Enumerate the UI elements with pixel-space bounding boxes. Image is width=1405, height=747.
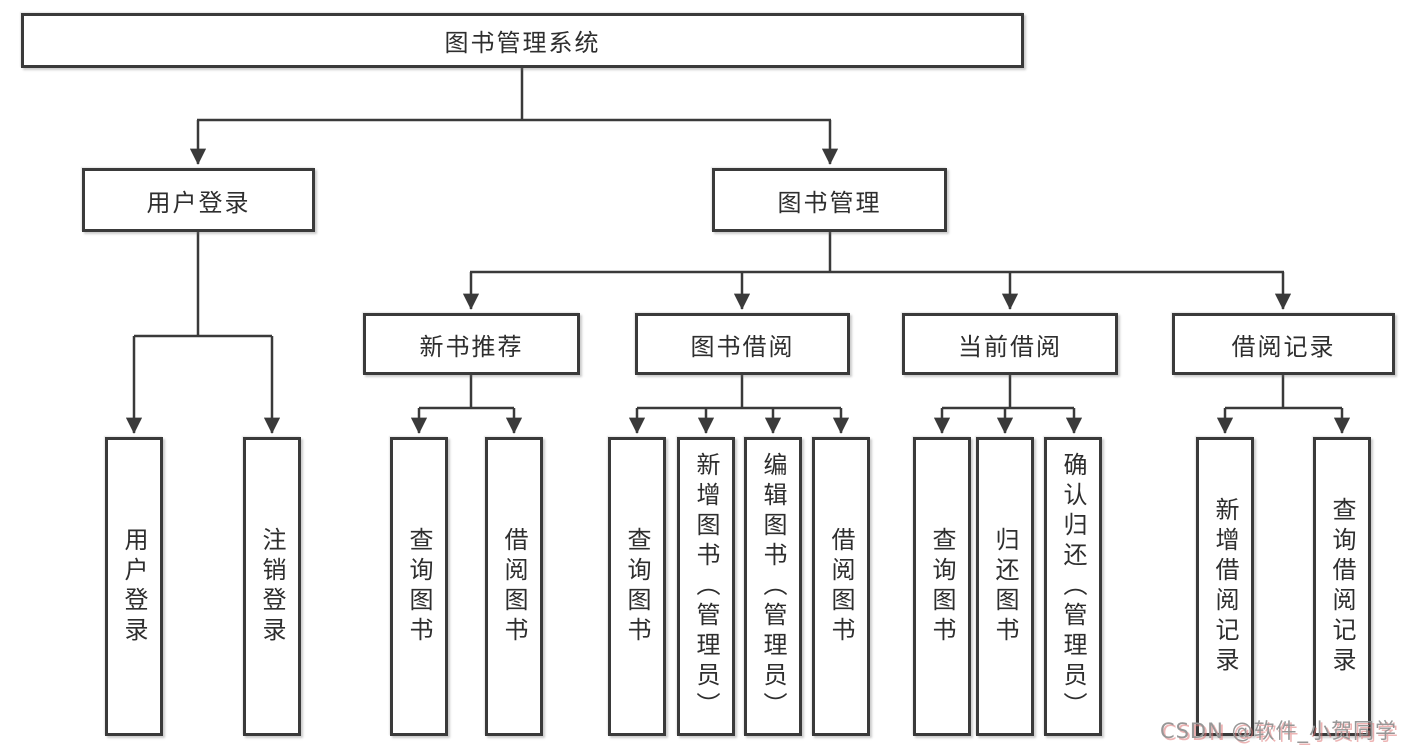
leaf-borrow-books: 借阅图书 <box>812 437 870 736</box>
leaf-label: 查询图书 <box>405 526 433 647</box>
node-borrow-records: 借阅记录 <box>1172 313 1395 375</box>
node-current-borrow: 当前借阅 <box>902 313 1118 375</box>
leaf-label: 归还图书 <box>991 526 1019 647</box>
node-label: 借阅记录 <box>1231 332 1336 361</box>
leaf-label: 确认归还（管理员） <box>1059 451 1087 722</box>
leaf-label: 借阅图书 <box>827 526 855 647</box>
leaf-label: 借阅图书 <box>500 526 528 647</box>
leaf-edit-books-admin: 编辑图书（管理员） <box>744 437 802 736</box>
node-label: 用户登录 <box>146 188 251 217</box>
leaf-label: 注销登录 <box>258 526 286 647</box>
leaf-add-borrow-record: 新增借阅记录 <box>1196 437 1254 736</box>
leaf-label: 查询图书 <box>928 526 956 647</box>
node-book-management: 图书管理 <box>712 168 947 232</box>
leaf-label: 查询借阅记录 <box>1328 496 1356 677</box>
node-label: 图书管理 <box>777 188 882 217</box>
node-book-borrow: 图书借阅 <box>635 313 850 375</box>
leaf-add-books-admin: 新增图书（管理员） <box>677 437 735 736</box>
node-library-management-system: 图书管理系统 <box>21 13 1024 68</box>
node-user-login: 用户登录 <box>82 168 315 232</box>
leaf-label: 编辑图书（管理员） <box>759 451 787 722</box>
leaf-label: 新增图书（管理员） <box>692 451 720 722</box>
node-label: 新书推荐 <box>419 332 524 361</box>
leaf-label: 查询图书 <box>623 526 651 647</box>
leaf-query-books-borrow: 查询图书 <box>608 437 666 736</box>
node-label: 图书管理系统 <box>444 29 601 57</box>
node-new-book-recommend: 新书推荐 <box>363 313 580 375</box>
leaf-query-borrow-record: 查询借阅记录 <box>1313 437 1371 736</box>
leaf-logout: 注销登录 <box>243 437 301 736</box>
leaf-confirm-return-admin: 确认归还（管理员） <box>1044 437 1102 736</box>
node-label: 当前借阅 <box>958 332 1062 361</box>
leaf-label: 用户登录 <box>120 526 148 647</box>
leaf-return-books: 归还图书 <box>976 437 1034 736</box>
leaf-borrow-books-recommend: 借阅图书 <box>485 437 543 736</box>
csdn-watermark: CSDN @软件_小贺同学 <box>1159 719 1397 743</box>
leaf-query-books-current: 查询图书 <box>913 437 971 736</box>
leaf-user-login: 用户登录 <box>105 437 163 736</box>
leaf-label: 新增借阅记录 <box>1211 496 1239 677</box>
leaf-query-books-recommend: 查询图书 <box>390 437 448 736</box>
node-label: 图书借阅 <box>690 332 795 361</box>
